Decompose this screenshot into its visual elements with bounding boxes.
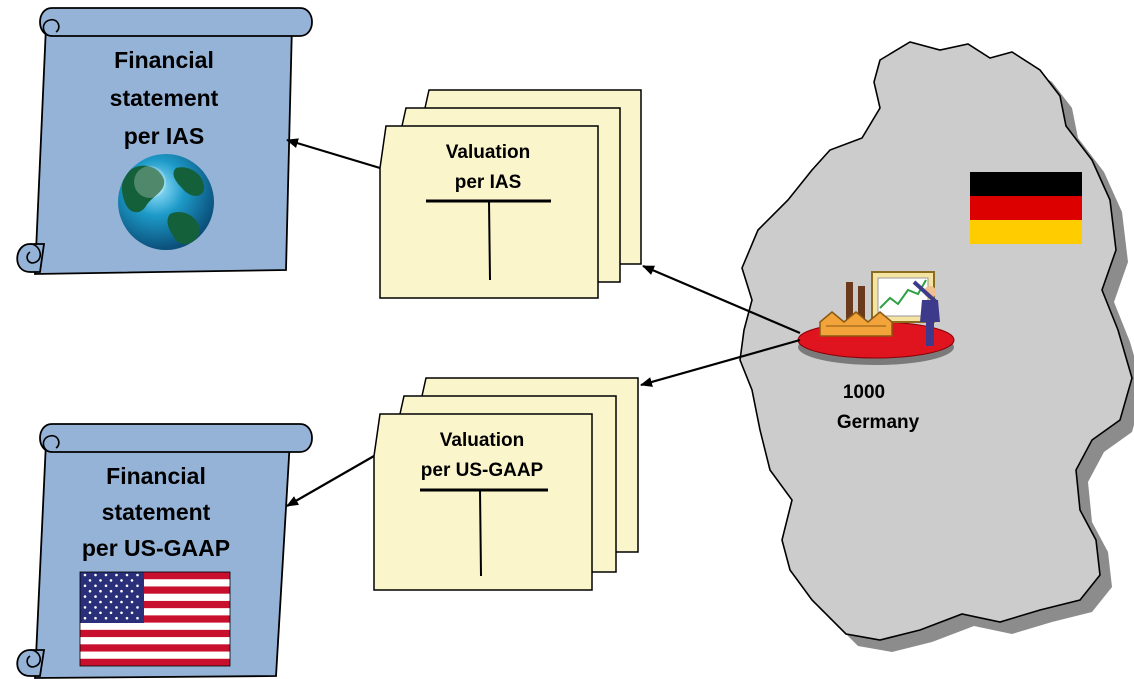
t-account-vertical	[479, 489, 482, 577]
ledger-ias-line-1: Valuation	[446, 142, 530, 163]
factory-icon	[797, 271, 955, 365]
scroll-ias-title-line-3: per IAS	[124, 123, 205, 149]
ledger-usgaap-line-2: per US-GAAP	[421, 460, 544, 481]
germany-flag-stripe-black	[970, 172, 1082, 196]
company-name: Germany	[837, 412, 920, 433]
ledger-card-front	[373, 413, 593, 591]
germany-flag-stripe-gold	[970, 220, 1082, 244]
arrow-ledger-usgaap-to-scroll-usgaap	[286, 455, 375, 507]
globe-icon	[118, 154, 214, 250]
scroll-usgaap-title-line-3: per US-GAAP	[82, 535, 230, 561]
scroll-usgaap-title-line-2: statement	[102, 499, 211, 525]
germany-flag	[970, 172, 1082, 244]
ledger-ias-line-2: per IAS	[455, 172, 522, 193]
arrow-company-to-ledger-ias	[642, 264, 801, 335]
scroll-top-roll	[39, 7, 313, 37]
scroll-ias: Financial statement per IAS	[16, 7, 313, 275]
scroll-ias-title-line-1: Financial	[114, 47, 214, 73]
ledger-stack-usgaap: Valuation per US-GAAP	[373, 377, 639, 591]
ledger-stack-ias: Valuation per IAS	[379, 89, 642, 299]
t-account-vertical	[488, 200, 491, 281]
arrow-company-to-ledger-usgaap	[640, 338, 801, 387]
ledger-usgaap-line-1: Valuation	[440, 430, 524, 451]
company-code: 1000	[843, 382, 885, 403]
scroll-ias-title-line-2: statement	[110, 85, 219, 111]
scroll-usgaap-title-line-1: Financial	[106, 463, 206, 489]
us-flag-icon	[79, 571, 231, 667]
scroll-bottom-roll	[16, 243, 46, 273]
scroll-usgaap: Financial statement per US-GAAP	[16, 423, 313, 679]
scroll-bottom-roll	[16, 649, 46, 677]
scroll-top-roll	[39, 423, 313, 453]
arrow-ledger-ias-to-scroll-ias	[286, 138, 381, 170]
germany-flag-stripe-red	[970, 196, 1082, 220]
